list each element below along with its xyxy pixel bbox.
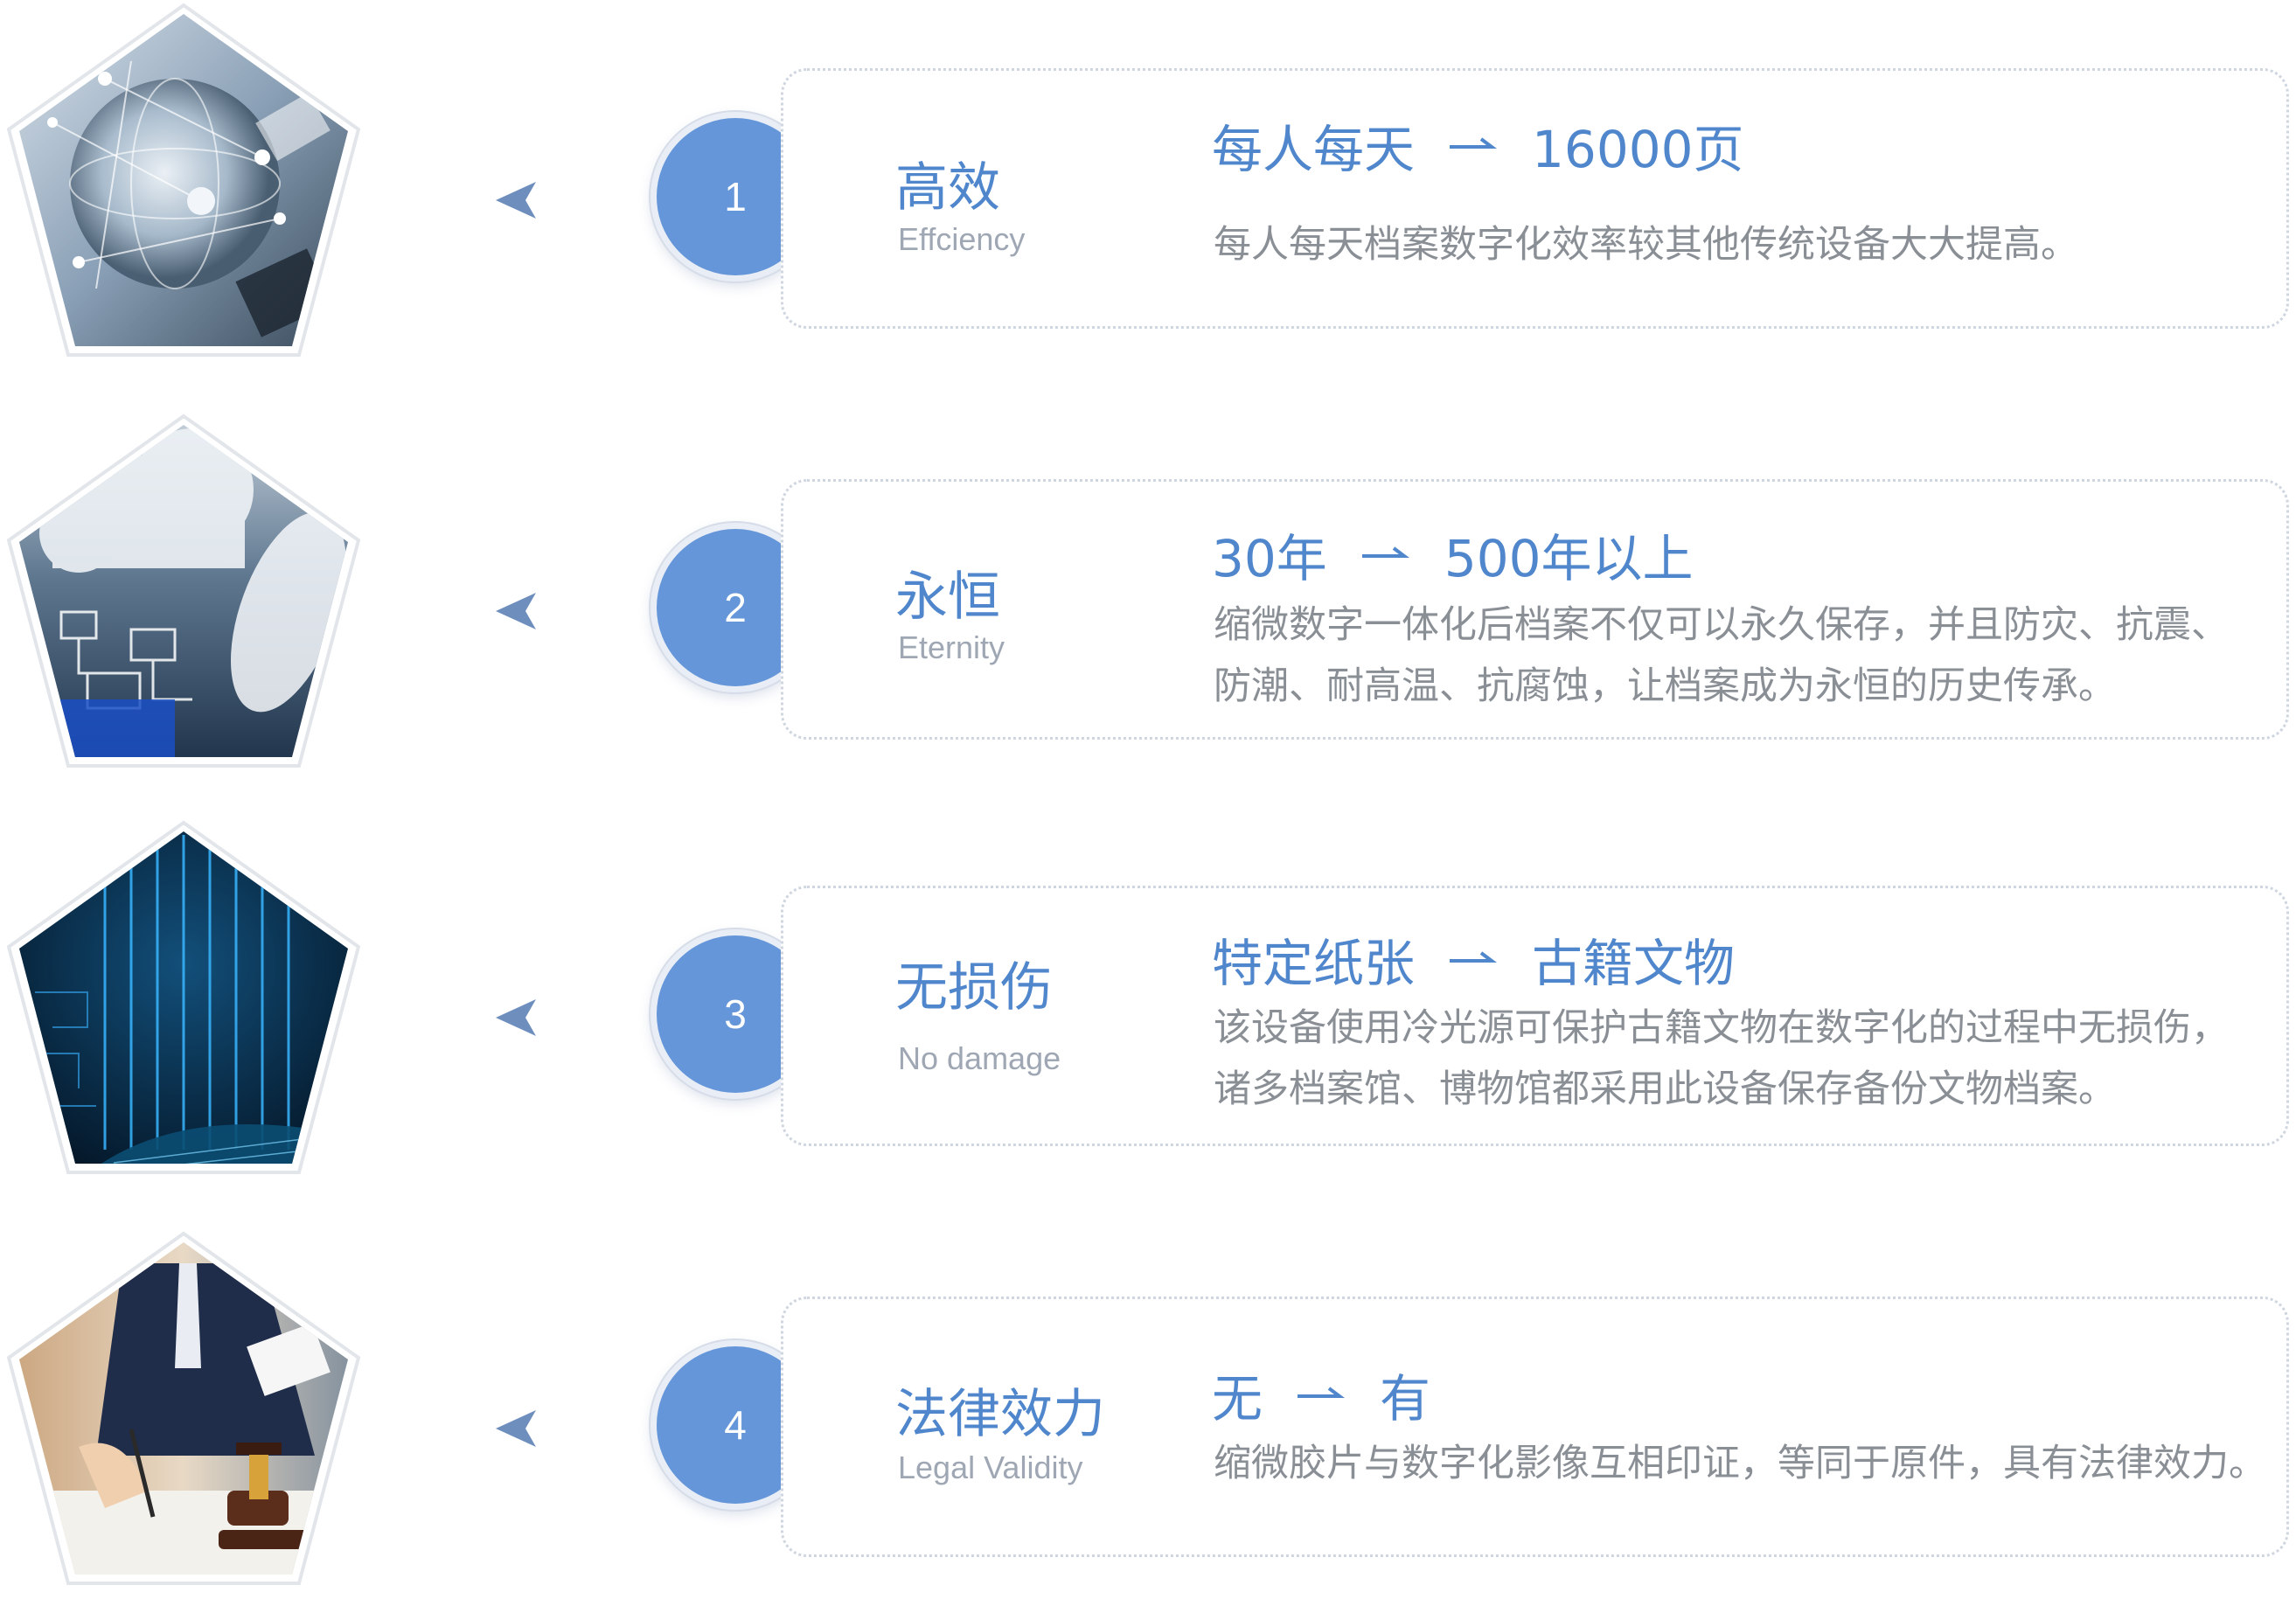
feature-card-1	[781, 68, 2289, 329]
feature-headline-3: 特定纸张 古籍文物	[1212, 922, 1735, 996]
feature-description-3: 该设备使用冷光源可保护古籍文物在数字化的过程中无损伤， 诸多档案馆、博物馆都采用…	[1214, 998, 2291, 1120]
description-line: 缩微数字一体化后档案不仅可以永久保存，并且防灾、抗震、	[1214, 603, 2229, 647]
feature-card-2	[781, 479, 2289, 740]
feature-image-2	[0, 411, 367, 778]
feature-title-cn-4: 法律效力	[895, 1384, 1105, 1445]
feature-description-2: 缩微数字一体化后档案不仅可以永久保存，并且防灾、抗震、 防潮、耐高温、抗腐蚀，让…	[1214, 594, 2291, 717]
feature-card-3	[781, 886, 2289, 1146]
headline-from: 无	[1212, 1369, 1263, 1429]
headline-from: 30年	[1212, 529, 1327, 588]
headline-to: 有	[1380, 1369, 1431, 1429]
headline-to: 500年以上	[1444, 529, 1694, 588]
pointer-icon	[496, 593, 536, 629]
headline-from: 每人每天	[1212, 120, 1416, 179]
feature-image-4	[0, 1228, 367, 1596]
arrow-right-icon	[1450, 137, 1498, 149]
headline-to: 古籍文物	[1532, 934, 1736, 993]
feature-headline-4: 无 有	[1212, 1358, 1430, 1431]
feature-title-en-4: Legal Validity	[898, 1450, 1083, 1485]
feature-row-2: 2 永恒 Eternity 30年 500年以上 缩微数字一体化后档案不仅可以永…	[0, 411, 2296, 796]
feature-image-3	[0, 817, 367, 1185]
headline-to: 16000页	[1532, 120, 1744, 179]
description-line: 诸多档案馆、博物馆都采用此设备保存备份文物档案。	[1214, 1067, 2116, 1111]
headline-from: 特定纸张	[1212, 934, 1416, 993]
feature-description-4: 缩微胶片与数字化影像互相印证，等同于原件，具有法律效力。	[1214, 1433, 2291, 1494]
pointer-icon	[496, 182, 536, 219]
feature-headline-1: 每人每天 16000页	[1212, 108, 1744, 182]
gavel-signing-icon	[6, 1231, 361, 1585]
feature-row-3: 3 无损伤 No damage 特定纸张 古籍文物 该设备使用冷光源可保护古籍文…	[0, 817, 2296, 1202]
arrow-right-icon	[1361, 546, 1409, 558]
feature-card-4	[781, 1297, 2289, 1557]
feature-title-cn-2: 永恒	[895, 567, 1000, 628]
description-line: 该设备使用冷光源可保护古籍文物在数字化的过程中无损伤，	[1214, 1006, 2229, 1050]
pointer-icon	[496, 999, 536, 1036]
feature-headline-2: 30年 500年以上	[1212, 518, 1694, 591]
feature-title-en-2: Eternity	[898, 629, 1005, 665]
feature-title-en-3: No damage	[898, 1040, 1061, 1076]
feature-title-en-1: Effciency	[898, 221, 1026, 257]
feature-description-1: 每人每天档案数字化效率较其他传统设备大大提高。	[1214, 214, 2291, 275]
description-line: 缩微胶片与数字化影像互相印证，等同于原件，具有法律效力。	[1214, 1442, 2266, 1485]
description-line: 每人每天档案数字化效率较其他传统设备大大提高。	[1214, 223, 2078, 267]
cloud-circuit-icon	[6, 414, 361, 768]
description-line: 防潮、耐高温、抗腐蚀，让档案成为永恒的历史传承。	[1214, 664, 2116, 708]
binary-book-icon	[6, 820, 361, 1174]
arrow-right-icon	[1298, 1387, 1346, 1398]
feature-title-cn-3: 无损伤	[895, 957, 1053, 1019]
feature-row-4: 4 法律效力 Legal Validity 无 有 缩微胶片与数字化影像互相印证…	[0, 1228, 2296, 1613]
globe-network-icon	[6, 3, 361, 357]
feature-row-1: 1 高效 Effciency 每人每天 16000页 每人每天档案数字化效率较其…	[0, 0, 2296, 385]
pointer-icon	[496, 1410, 536, 1447]
feature-title-cn-1: 高效	[895, 157, 1000, 219]
feature-image-1	[0, 0, 367, 367]
arrow-right-icon	[1450, 951, 1498, 963]
